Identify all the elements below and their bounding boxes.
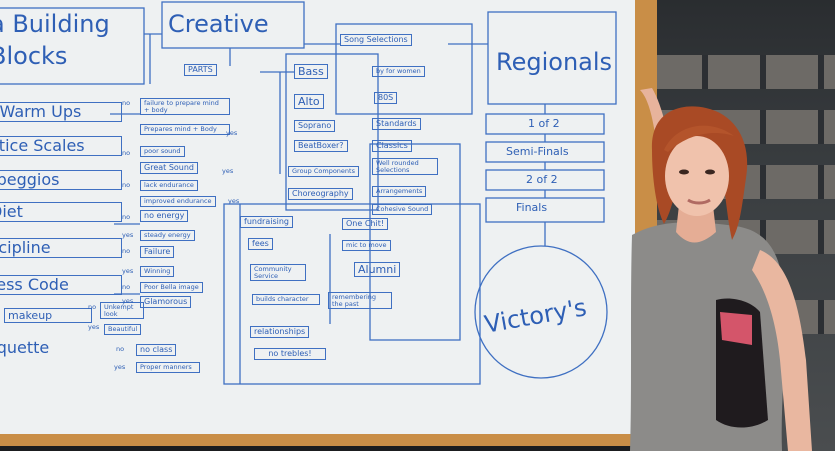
note: poor sound bbox=[140, 146, 185, 157]
yes-no-label: yes bbox=[114, 363, 126, 371]
note: steady energy bbox=[140, 230, 195, 241]
left-item: Diet bbox=[0, 202, 122, 222]
seat-row bbox=[650, 110, 835, 144]
yes-no-label: yes bbox=[122, 267, 134, 275]
note: no energy bbox=[140, 210, 189, 222]
regionals-heading: Regionals bbox=[496, 48, 613, 76]
parts-label: PARTS bbox=[184, 64, 217, 76]
yes-no-label: no bbox=[116, 345, 125, 353]
left-item: l Warm Ups bbox=[0, 102, 122, 122]
note: Great Sound bbox=[140, 162, 199, 174]
note: Beautiful bbox=[104, 324, 142, 335]
yes-no-label: yes bbox=[122, 231, 134, 239]
round-label: Finals bbox=[516, 201, 548, 214]
note: Failure bbox=[140, 246, 175, 258]
mic-to-move: mic to move bbox=[342, 240, 391, 251]
seat-row bbox=[650, 220, 835, 254]
yes-no-label: yes bbox=[222, 167, 234, 175]
note: Unkempt look bbox=[100, 302, 144, 319]
seat-row bbox=[650, 165, 835, 199]
fundraising: fundraising bbox=[240, 216, 293, 228]
left-item: makeup bbox=[4, 308, 92, 323]
yes-no-label: yes bbox=[88, 323, 100, 331]
left-item: ress Code bbox=[0, 275, 122, 295]
song-selections: Song Selections bbox=[340, 34, 412, 46]
one-chit: One Chit! bbox=[342, 218, 389, 230]
song-item: 80S bbox=[374, 92, 398, 104]
song-item: Standards bbox=[372, 118, 421, 130]
note: lack endurance bbox=[140, 180, 198, 191]
round-label: 2 of 2 bbox=[526, 173, 558, 186]
whiteboard: a Building Blocks l Warm Ups ctice Scale… bbox=[0, 0, 635, 434]
round-label: 1 of 2 bbox=[528, 117, 560, 130]
community-service: Community Service bbox=[250, 264, 306, 281]
note: Proper manners bbox=[136, 362, 200, 373]
note: Poor Bella image bbox=[140, 282, 203, 293]
voice-part: Bass bbox=[294, 64, 328, 79]
yes-no-label: yes bbox=[122, 297, 134, 305]
yes-no-label: no bbox=[122, 99, 131, 107]
yes-no-label: no bbox=[122, 283, 131, 291]
song-item: Classics bbox=[372, 140, 412, 152]
no-trebles: no trebles! bbox=[254, 348, 326, 360]
left-item: tiquette bbox=[0, 338, 50, 357]
song-item: by for women bbox=[372, 66, 425, 77]
note: Prepares mind + Body bbox=[140, 124, 230, 135]
yes-no-label: no bbox=[122, 149, 131, 157]
round-label: Semi-Finals bbox=[506, 145, 569, 158]
note: Winning bbox=[140, 266, 175, 277]
remembering-the-past: remembering the past bbox=[328, 292, 392, 309]
left-item: ctice Scales bbox=[0, 136, 122, 156]
cohesive-sound: Cohesive Sound bbox=[372, 204, 433, 215]
note: failure to prepare mind + body bbox=[140, 98, 230, 115]
well-rounded: Well rounded Selections bbox=[372, 158, 438, 175]
yes-no-label: yes bbox=[228, 197, 240, 205]
yes-no-label: yes bbox=[226, 129, 238, 137]
voice-part: Soprano bbox=[294, 120, 336, 132]
yes-no-label: no bbox=[122, 247, 131, 255]
voice-part: BeatBoxer? bbox=[294, 140, 348, 152]
note: improved endurance bbox=[140, 196, 216, 207]
fees: fees bbox=[248, 238, 273, 250]
left-item: rpeggios bbox=[0, 170, 122, 190]
left-title-line2: Blocks bbox=[0, 42, 68, 70]
relationships: relationships bbox=[250, 326, 310, 338]
group-components: Group Components bbox=[288, 166, 359, 177]
voice-part: Alto bbox=[294, 94, 324, 109]
seat-row bbox=[650, 55, 835, 89]
builds-character: builds character bbox=[252, 294, 320, 305]
seat-row bbox=[650, 300, 835, 334]
alumni: Alumni bbox=[354, 262, 401, 277]
yes-no-label: no bbox=[122, 213, 131, 221]
left-item: scipline bbox=[0, 238, 122, 258]
arrangements: Arrangements bbox=[372, 186, 427, 197]
yes-no-label: no bbox=[122, 181, 131, 189]
note: no class bbox=[136, 344, 177, 356]
choreography: Choreography bbox=[288, 188, 353, 200]
creative-heading: Creative bbox=[168, 10, 269, 38]
left-title-line1: a Building bbox=[0, 10, 110, 38]
note: Glamorous bbox=[140, 296, 192, 308]
yes-no-label: no bbox=[88, 303, 97, 311]
